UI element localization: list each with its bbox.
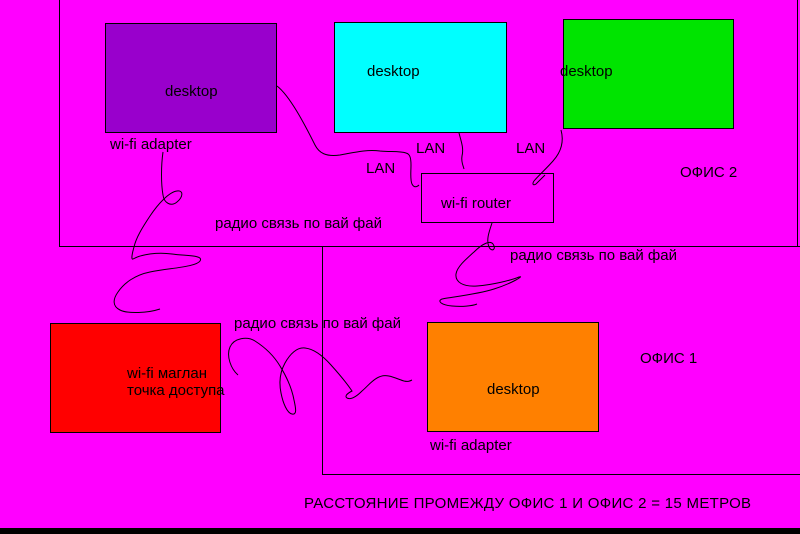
wifi-router-box: wi-fi router	[421, 173, 554, 223]
office2-label: ОФИС 2	[680, 164, 738, 181]
office1-region-border	[322, 246, 800, 475]
access-point-label-line1: wi-fi маглан	[127, 365, 208, 382]
radio-squiggle-router-down	[439, 222, 521, 307]
radio-link-label-office1: радио связь по вай фай	[234, 315, 401, 332]
bottom-border-line	[0, 528, 800, 534]
office1-label: ОФИС 1	[640, 350, 698, 367]
radio-squiggle-middle	[228, 337, 413, 415]
lan-label-middle: LAN	[416, 140, 446, 157]
desktop-label: desktop	[560, 63, 613, 80]
lan-label-left: LAN	[366, 160, 396, 177]
radio-squiggle-adapter-down	[113, 151, 202, 313]
wifi-adapter-label-top: wi-fi adapter	[110, 136, 192, 153]
radio-link-label-office2: радио связь по вай фай	[215, 215, 382, 232]
wifi-router-label: wi-fi router	[441, 195, 512, 212]
desktop-box-orange: desktop	[427, 322, 599, 432]
desktop-label: desktop	[367, 63, 420, 80]
access-point-box: wi-fi маглан точка доступа	[50, 323, 225, 433]
desktop-box-cyan: desktop	[334, 22, 507, 133]
access-point-label-line2: точка доступа	[127, 382, 225, 399]
lan-line-green-to-router	[532, 129, 563, 186]
wifi-adapter-label-bottom: wi-fi adapter	[430, 437, 512, 454]
desktop-label: desktop	[487, 381, 540, 398]
lan-label-right: LAN	[516, 140, 546, 157]
desktop-box-purple: desktop	[105, 23, 277, 133]
lan-line-purple-to-router	[276, 85, 420, 188]
radio-link-label-router: радио связь по вай фай	[510, 247, 677, 264]
lan-line-cyan-to-router	[458, 132, 465, 170]
desktop-box-green: desktop	[560, 19, 734, 129]
desktop-label: desktop	[165, 83, 218, 100]
distance-caption: РАССТОЯНИЕ ПРОМЕЖДУ ОФИС 1 И ОФИС 2 = 15…	[304, 495, 752, 512]
